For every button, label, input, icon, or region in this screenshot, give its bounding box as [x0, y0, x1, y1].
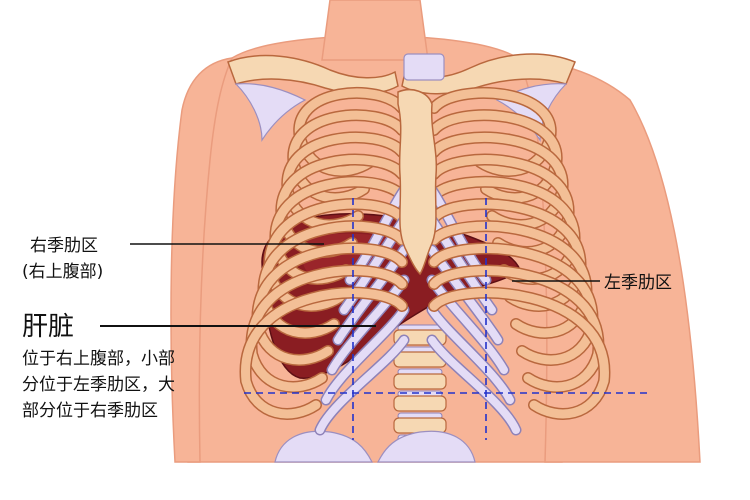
costal-cartilage-left-9: [428, 306, 514, 404]
pelvis: [274, 430, 373, 463]
right-clavicle: [227, 54, 399, 95]
rib-right-10: [241, 288, 407, 419]
right-scapula: [234, 83, 307, 143]
rib-left-10: [429, 288, 609, 419]
description-line-2: 分位于左季肋区，大: [22, 375, 175, 395]
neck-skin: [321, 0, 429, 61]
sternum: [397, 88, 438, 276]
left-clavicle: [401, 53, 576, 95]
costal-cartilage-right-9: [322, 306, 408, 404]
description-line-1: 位于右上腹部，小部: [22, 349, 175, 369]
vertebra: [393, 395, 447, 412]
costal-cartilage-right-6: [340, 216, 408, 314]
costal-cartilage-right-10: [316, 336, 408, 434]
rib-left-9: [429, 266, 603, 392]
trachea-ring: [403, 53, 445, 81]
right-arm-skin: [170, 57, 234, 463]
left-hypochondriac-label: 左季肋区: [604, 273, 672, 293]
vertebra: [393, 373, 447, 390]
rib-cage: [239, 86, 611, 436]
liver-title: 肝脏: [22, 312, 75, 342]
pelvis-left: [377, 430, 476, 463]
right-hypochondriac-label: 右季肋区: [30, 236, 98, 256]
liver-description: 位于右上腹部，小部 分位于左季肋区，大 部分位于右季肋区: [22, 346, 175, 424]
costal-cartilage-left-10: [428, 336, 520, 434]
rib-left-2: [429, 110, 561, 203]
rib-left-8: [429, 243, 597, 365]
vertebra: [393, 417, 447, 434]
right-hypochondriac-sublabel: (右上腹部): [22, 262, 104, 282]
description-line-3: 部分位于右季肋区: [22, 401, 158, 421]
